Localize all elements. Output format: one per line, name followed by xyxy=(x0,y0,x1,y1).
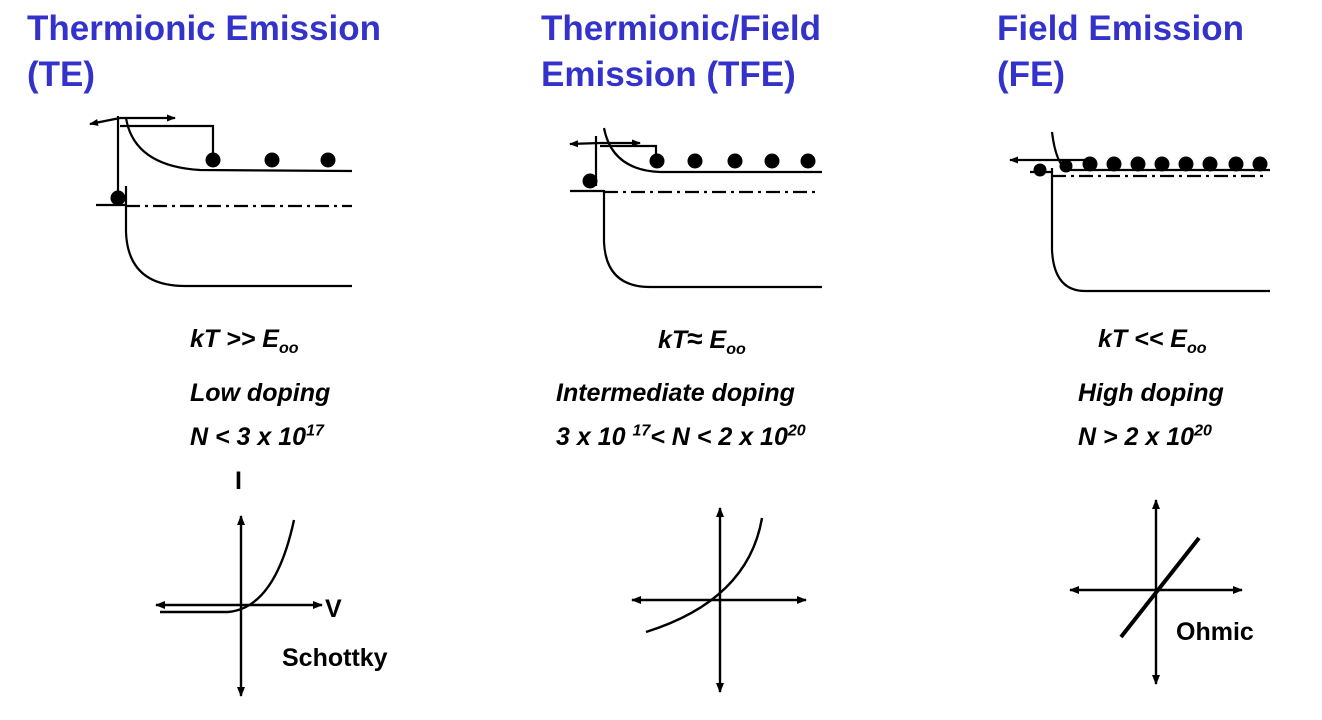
te-title-line2: (TE) xyxy=(27,55,96,94)
te-relation: kT >> Eoo xyxy=(190,325,299,357)
te-doping-label: Low doping xyxy=(190,379,331,407)
te-conduction-band xyxy=(124,117,353,173)
tfe-electron xyxy=(800,153,816,169)
fe-electron xyxy=(1252,156,1268,172)
fe-electron xyxy=(1154,156,1170,172)
tfe-valence-band xyxy=(602,190,822,289)
fe-doping-label: High doping xyxy=(1078,379,1224,407)
te-electron xyxy=(110,190,126,206)
fe-title-line2: (FE) xyxy=(997,55,1066,94)
fe-band-diagram xyxy=(1009,131,1270,293)
tfe-iv-curve xyxy=(645,517,764,634)
te-title: Thermionic Emission (TE) xyxy=(27,6,381,98)
fe-title-line1: Field Emission xyxy=(997,9,1244,48)
te-valence-band xyxy=(124,186,352,288)
tfe-electron xyxy=(764,153,780,169)
te-band-diagram xyxy=(89,114,353,288)
fe-iv-line xyxy=(1119,536,1201,639)
fe-relation: kT << Eoo xyxy=(1098,325,1207,357)
tfe-electron xyxy=(727,153,743,169)
te-electron xyxy=(205,152,221,168)
fe-electron xyxy=(1228,156,1244,172)
tfe-electron xyxy=(687,153,703,169)
te-doping-range: N < 3 x 1017 xyxy=(190,422,324,451)
ohmic-label: Ohmic xyxy=(1176,618,1254,646)
fe-electron xyxy=(1033,163,1047,177)
fe-title: Field Emission (FE) xyxy=(997,6,1244,98)
tfe-electron xyxy=(649,153,665,169)
tfe-relation: kT≈ Eoo xyxy=(658,323,746,358)
fe-electron xyxy=(1202,156,1218,172)
te-emission-arrow xyxy=(89,116,121,126)
fe-electron xyxy=(1082,156,1098,172)
tfe-emission-path xyxy=(600,144,658,160)
fe-iv-plot xyxy=(1069,499,1243,685)
tfe-electron xyxy=(582,173,598,189)
te-iv-curve xyxy=(160,519,296,614)
tfe-iv-plot xyxy=(631,507,807,693)
te-electron xyxy=(264,152,280,168)
tfe-title: Thermionic/Field Emission (TFE) xyxy=(541,6,821,98)
tfe-conduction-band xyxy=(602,127,822,174)
te-emission-path xyxy=(120,124,215,157)
te-title-line1: Thermionic Emission xyxy=(27,9,381,48)
fe-electron xyxy=(1130,156,1146,172)
fe-electron xyxy=(1106,156,1122,172)
fe-valence-band xyxy=(1050,168,1270,293)
tfe-title-line1: Thermionic/Field xyxy=(541,9,822,48)
te-electron xyxy=(320,152,336,168)
fe-electron xyxy=(1178,156,1194,172)
current-axis-label: I xyxy=(235,467,242,495)
fe-doping-range: N > 2 x 1020 xyxy=(1078,422,1212,451)
fe-electron xyxy=(1059,159,1073,173)
approx-symbol: ≈ xyxy=(687,323,703,354)
tfe-doping-range: 3 x 10 17< N < 2 x 1020 xyxy=(556,422,806,451)
tfe-band-diagram xyxy=(569,127,822,289)
tfe-emission-arrow xyxy=(569,140,601,148)
voltage-axis-label: V xyxy=(325,595,342,623)
tfe-doping-label: Intermediate doping xyxy=(556,379,795,407)
schottky-label: Schottky xyxy=(282,644,388,672)
tfe-title-line2: Emission (TFE) xyxy=(541,55,796,94)
te-iv-plot xyxy=(155,515,323,697)
